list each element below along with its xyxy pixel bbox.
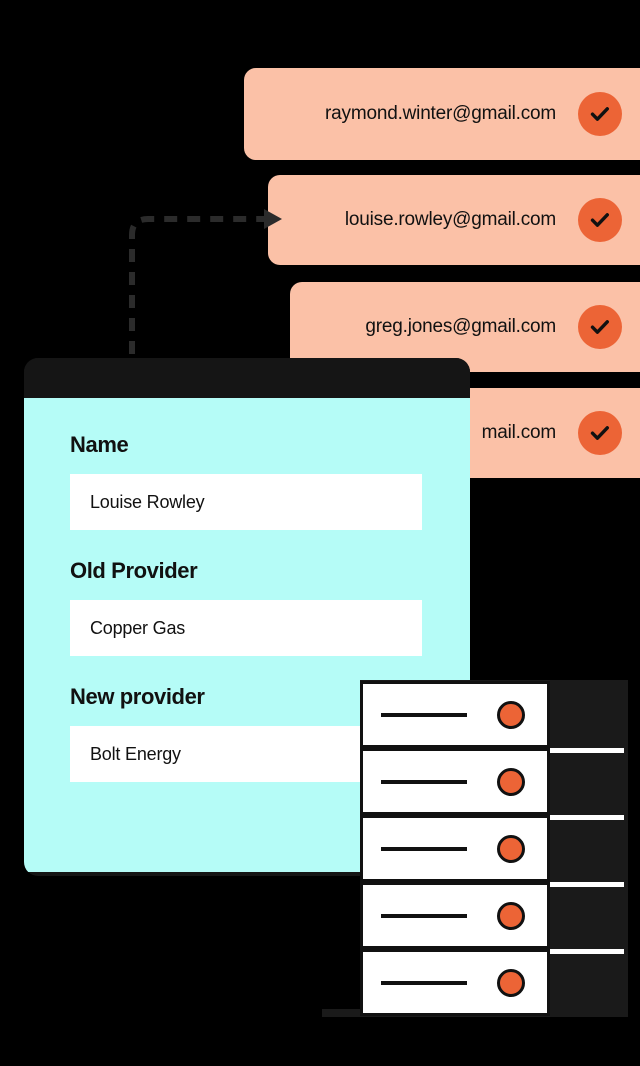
status-led-icon: [497, 834, 525, 863]
rack-divider: [550, 748, 624, 753]
status-led-icon: [497, 968, 525, 997]
line-placeholder-icon: [381, 712, 467, 717]
email-card[interactable]: louise.rowley@gmail.com: [268, 175, 640, 265]
name-input[interactable]: Louise Rowley: [70, 474, 422, 530]
line-placeholder-icon: [381, 913, 467, 918]
email-card[interactable]: greg.jones@gmail.com: [290, 282, 640, 372]
form-title-bar: [24, 358, 470, 398]
rack-slot[interactable]: [360, 748, 550, 815]
field-label-name: Name: [70, 432, 129, 457]
name-input-value: Louise Rowley: [90, 491, 205, 512]
server-rack: [322, 672, 628, 1017]
email-address: greg.jones@gmail.com: [365, 316, 556, 337]
email-address: raymond.winter@gmail.com: [325, 103, 556, 124]
form-body: Name Louise Rowley Old Provider Copper G…: [24, 398, 470, 872]
check-circle-icon[interactable]: [578, 92, 622, 136]
old-provider-input[interactable]: Copper Gas: [70, 600, 422, 656]
rack-slot[interactable]: [360, 815, 550, 882]
check-circle-icon[interactable]: [578, 305, 622, 349]
line-placeholder-icon: [381, 980, 467, 985]
check-circle-icon[interactable]: [578, 198, 622, 242]
status-led-icon: [497, 901, 525, 930]
email-address: mail.com: [481, 422, 557, 443]
field-label-new-provider: New provider: [70, 684, 205, 709]
rack-divider: [550, 949, 624, 954]
rack-slot[interactable]: [360, 949, 550, 1016]
email-address: louise.rowley@gmail.com: [344, 209, 556, 230]
rack-divider: [550, 882, 624, 887]
status-led-icon: [497, 700, 525, 729]
line-placeholder-icon: [381, 779, 467, 784]
rack-slot[interactable]: [360, 681, 550, 748]
field-label-old-provider: Old Provider: [70, 558, 198, 583]
line-placeholder-icon: [381, 846, 467, 851]
status-led-icon: [497, 767, 525, 796]
rack-divider: [550, 815, 624, 820]
new-provider-input-value: Bolt Energy: [90, 743, 181, 764]
old-provider-input-value: Copper Gas: [90, 617, 186, 638]
email-card[interactable]: raymond.winter@gmail.com: [244, 68, 640, 160]
rack-slot[interactable]: [360, 882, 550, 949]
check-circle-icon[interactable]: [578, 411, 622, 455]
